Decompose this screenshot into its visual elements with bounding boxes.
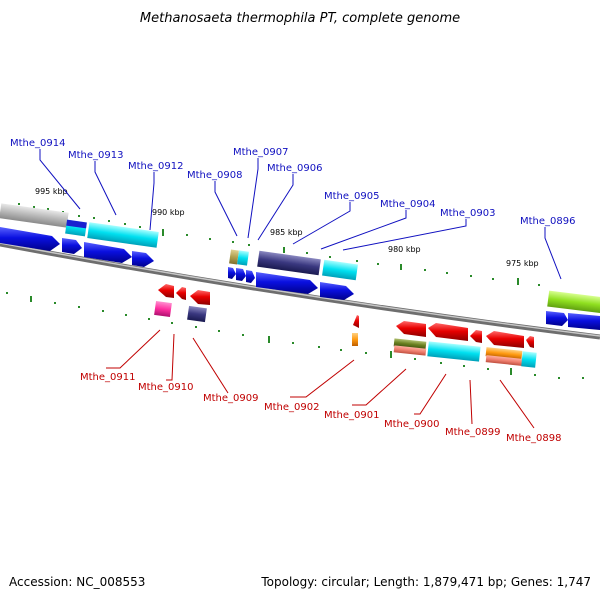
gene-block-lime-0896[interactable] xyxy=(547,290,600,314)
cds-arrow-reverse-6[interactable] xyxy=(470,330,482,343)
scale-label-990: 990 kbp xyxy=(152,208,185,217)
gene-block-navy-0906[interactable] xyxy=(257,250,321,276)
gene-block-orange-0902[interactable] xyxy=(352,333,358,346)
cds-arrow-forward-9[interactable] xyxy=(320,282,354,300)
label-Mthe_0908[interactable]: Mthe_0908 xyxy=(187,170,243,181)
cds-arrow-forward-10[interactable] xyxy=(546,311,568,326)
cds-arrow-forward-7[interactable] xyxy=(246,270,255,283)
label-Mthe_0912[interactable]: Mthe_0912 xyxy=(128,161,184,172)
label-Mthe_0902[interactable]: Mthe_0902 xyxy=(264,402,320,413)
label-Mthe_0909[interactable]: Mthe_0909 xyxy=(203,393,259,404)
upper-tick-ring xyxy=(18,203,540,286)
accession-text: Accession: NC_008553 xyxy=(9,575,145,589)
cds-arrow-forward-2[interactable] xyxy=(62,238,82,254)
gene-block-pink-0910[interactable] xyxy=(154,300,172,318)
label-Mthe_0911[interactable]: Mthe_0911 xyxy=(80,372,136,383)
cds-arrow-forward-1[interactable] xyxy=(0,227,60,251)
cds-arrow-forward-11[interactable] xyxy=(568,313,600,330)
gene-block-navy-0909[interactable] xyxy=(187,305,207,323)
label-Mthe_0900[interactable]: Mthe_0900 xyxy=(384,419,440,430)
scale-label-980: 980 kbp xyxy=(388,245,421,254)
label-Mthe_0913[interactable]: Mthe_0913 xyxy=(68,150,124,161)
scale-label-975: 975 kbp xyxy=(506,259,539,268)
cds-arrow-reverse-2[interactable] xyxy=(176,287,186,300)
label-Mthe_0896[interactable]: Mthe_0896 xyxy=(520,216,576,227)
gene-block-gray[interactable] xyxy=(0,203,69,228)
gene-block-blue-0914[interactable] xyxy=(66,219,87,229)
cds-arrow-forward-6[interactable] xyxy=(236,268,246,281)
cds-arrow-forward-3[interactable] xyxy=(84,242,132,263)
label-Mthe_0903[interactable]: Mthe_0903 xyxy=(440,208,496,219)
genome-summary-text: Topology: circular; Length: 1,879,471 bp… xyxy=(260,575,591,589)
label-Mthe_0910[interactable]: Mthe_0910 xyxy=(138,382,194,393)
forward-cds-track xyxy=(0,227,600,330)
gene-block-salmon-0901[interactable] xyxy=(393,345,427,356)
gene-block-cyan-0898[interactable] xyxy=(521,351,537,368)
gene-block-cyan-0905[interactable] xyxy=(322,259,358,281)
label-Mthe_0901[interactable]: Mthe_0901 xyxy=(324,410,380,421)
label-Mthe_0899[interactable]: Mthe_0899 xyxy=(445,427,501,438)
reverse-cds-track xyxy=(154,284,537,368)
gene-block-cyan-0907[interactable] xyxy=(237,250,249,266)
cds-arrow-reverse-1[interactable] xyxy=(158,284,174,298)
label-Mthe_0906[interactable]: Mthe_0906 xyxy=(267,163,323,174)
scale-label-985: 985 kbp xyxy=(270,228,303,237)
upper-feature-track xyxy=(0,203,600,314)
label-Mthe_0914[interactable]: Mthe_0914 xyxy=(10,138,66,149)
gene-block-salmon-0899[interactable] xyxy=(485,355,523,366)
label-Mthe_0905[interactable]: Mthe_0905 xyxy=(324,191,380,202)
cds-arrow-reverse-3[interactable] xyxy=(190,290,210,305)
gene-block-cyan-0900[interactable] xyxy=(427,341,481,362)
cds-arrow-forward-8[interactable] xyxy=(256,272,318,294)
gene-block-tan[interactable] xyxy=(229,249,239,265)
map-title: Methanosaeta thermophila PT, complete ge… xyxy=(140,11,460,26)
cds-arrow-forward-4[interactable] xyxy=(132,251,154,267)
label-Mthe_0904[interactable]: Mthe_0904 xyxy=(380,199,436,210)
genome-backbone xyxy=(0,241,600,340)
label-Mthe_0898[interactable]: Mthe_0898 xyxy=(506,433,562,444)
cds-arrow-reverse-8[interactable] xyxy=(526,336,534,348)
gene-block-cyan-0913[interactable] xyxy=(87,222,159,248)
cds-arrow-reverse-7[interactable] xyxy=(486,331,524,348)
label-Mthe_0907[interactable]: Mthe_0907 xyxy=(233,147,289,158)
scale-label-995: 995 kbp xyxy=(35,187,68,196)
cds-arrow-reverse-5[interactable] xyxy=(428,323,468,341)
cds-arrow-reverse-4[interactable] xyxy=(396,321,426,337)
bottom-leader-lines xyxy=(106,329,535,429)
lower-tick-ring xyxy=(6,292,584,379)
cds-arrow-reverse-0902[interactable] xyxy=(353,315,359,328)
cds-arrow-forward-5[interactable] xyxy=(228,267,236,279)
top-leader-lines xyxy=(39,149,562,280)
